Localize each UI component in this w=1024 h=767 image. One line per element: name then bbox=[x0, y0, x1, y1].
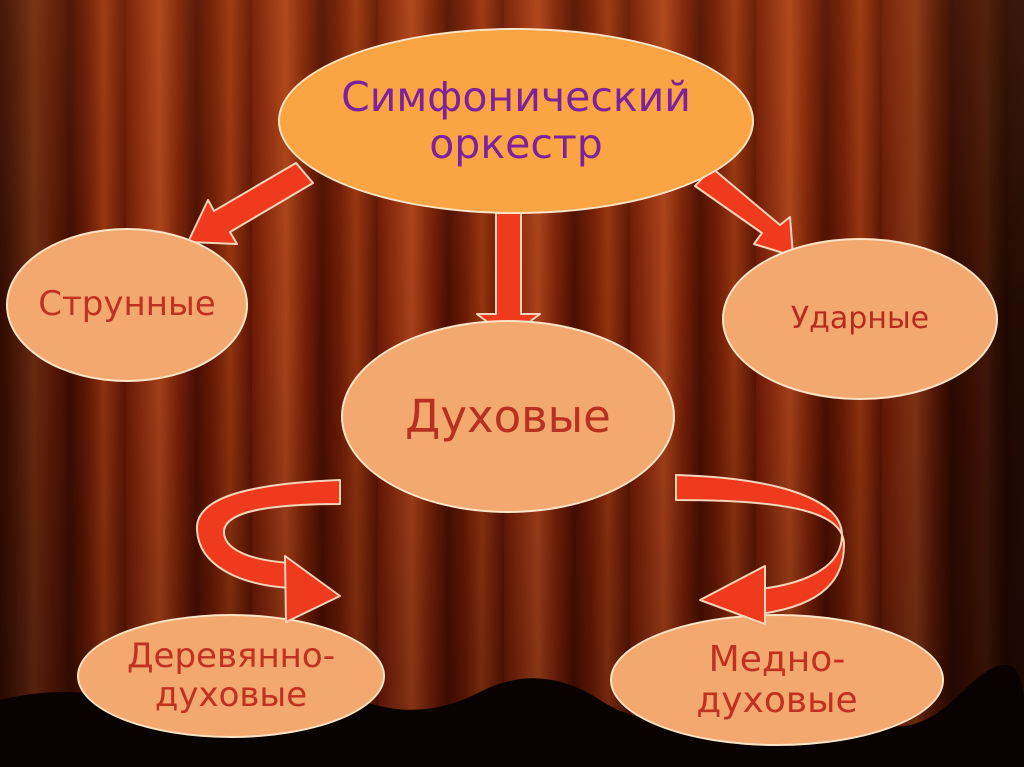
root-label-line1: Симфонический bbox=[341, 72, 691, 121]
root-label-line2: оркестр bbox=[429, 120, 603, 168]
winds-label: Духовые bbox=[405, 389, 611, 443]
arrow-to-strings bbox=[187, 162, 314, 245]
node-winds: Духовые bbox=[341, 320, 675, 513]
strings-label: Струнные bbox=[38, 284, 216, 325]
arrow-to-brass-head bbox=[699, 565, 766, 625]
percussion-label: Ударные bbox=[790, 300, 930, 336]
woodwind-label-line1: Деревянно- bbox=[126, 635, 335, 676]
node-woodwind: Деревянно- духовые bbox=[77, 614, 385, 738]
node-brass: Медно- духовые bbox=[610, 614, 944, 746]
node-strings: Струнные bbox=[6, 228, 248, 382]
arrow-to-percussion bbox=[694, 167, 794, 257]
root-node-symphony-orchestra: Симфонический оркестр bbox=[278, 28, 754, 214]
brass-label-line1: Медно- bbox=[708, 638, 846, 680]
arrow-to-woodwind bbox=[195, 479, 341, 589]
woodwind-label-line2: духовые bbox=[154, 675, 308, 715]
brass-label-line2: духовые bbox=[696, 680, 858, 721]
node-percussion: Ударные bbox=[722, 238, 998, 400]
arrow-to-woodwind-head bbox=[284, 555, 341, 623]
